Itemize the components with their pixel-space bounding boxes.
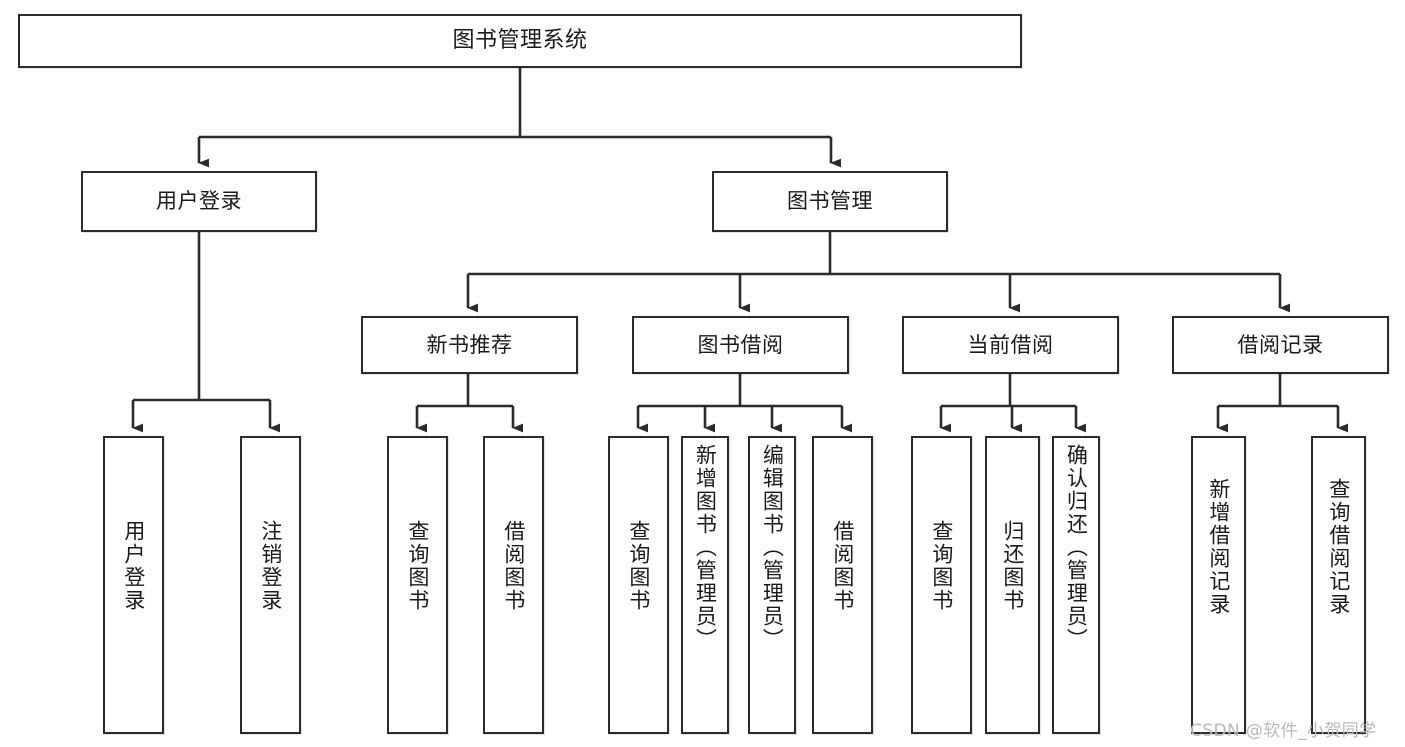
- node-leaf-edit-book[interactable]: 编辑图书（管理员）: [748, 436, 796, 734]
- node-root[interactable]: 图书管理系统: [18, 14, 1022, 68]
- node-leaf-query-borrow-record[interactable]: 查询借阅记录: [1311, 436, 1366, 734]
- node-book-borrow[interactable]: 图书借阅: [632, 316, 849, 374]
- node-leaf-borrow-book-1-label: 借阅图书: [501, 520, 526, 612]
- node-borrow-record-label: 借阅记录: [1237, 332, 1324, 357]
- node-leaf-add-borrow-record[interactable]: 新增借阅记录: [1191, 436, 1246, 734]
- node-leaf-user-login[interactable]: 用户登录: [103, 436, 164, 734]
- node-leaf-return-book[interactable]: 归还图书: [985, 436, 1040, 734]
- node-leaf-edit-book-label: 编辑图书（管理员）: [760, 444, 785, 651]
- node-book-manage-label: 图书管理: [787, 189, 873, 214]
- node-user-login-label: 用户登录: [156, 189, 242, 214]
- node-leaf-add-book[interactable]: 新增图书（管理员）: [681, 436, 729, 734]
- node-leaf-query-book-1[interactable]: 查询图书: [387, 436, 448, 734]
- node-leaf-borrow-book-1[interactable]: 借阅图书: [483, 436, 544, 734]
- node-borrow-record[interactable]: 借阅记录: [1172, 316, 1389, 374]
- node-leaf-logout-login[interactable]: 注销登录: [240, 436, 301, 734]
- node-new-book-recommend[interactable]: 新书推荐: [361, 316, 578, 374]
- node-root-label: 图书管理系统: [452, 28, 588, 54]
- node-leaf-return-book-label: 归还图书: [1000, 520, 1025, 612]
- node-leaf-borrow-book-2-label: 借阅图书: [830, 520, 855, 612]
- node-leaf-query-book-2[interactable]: 查询图书: [608, 436, 669, 734]
- node-new-book-recommend-label: 新书推荐: [426, 332, 513, 357]
- node-leaf-query-borrow-record-label: 查询借阅记录: [1326, 478, 1351, 616]
- node-leaf-query-book-3-label: 查询图书: [929, 520, 954, 612]
- node-user-login[interactable]: 用户登录: [81, 171, 317, 232]
- node-leaf-confirm-return-label: 确认归还（管理员）: [1064, 444, 1089, 651]
- csdn-watermark: CSDN @软件_小贺同学: [1190, 721, 1377, 741]
- node-leaf-query-book-3[interactable]: 查询图书: [911, 436, 972, 734]
- node-leaf-query-book-1-label: 查询图书: [405, 520, 430, 612]
- node-leaf-add-book-label: 新增图书（管理员）: [693, 444, 718, 651]
- node-current-borrow-label: 当前借阅: [967, 332, 1054, 357]
- node-book-borrow-label: 图书借阅: [697, 332, 784, 357]
- node-current-borrow[interactable]: 当前借阅: [902, 316, 1119, 374]
- node-leaf-query-book-2-label: 查询图书: [626, 520, 651, 612]
- node-leaf-confirm-return[interactable]: 确认归还（管理员）: [1052, 436, 1100, 734]
- node-leaf-user-login-label: 用户登录: [121, 520, 146, 612]
- node-leaf-borrow-book-2[interactable]: 借阅图书: [812, 436, 873, 734]
- node-leaf-logout-login-label: 注销登录: [258, 520, 283, 612]
- node-book-manage[interactable]: 图书管理: [712, 171, 948, 232]
- node-leaf-add-borrow-record-label: 新增借阅记录: [1206, 478, 1231, 616]
